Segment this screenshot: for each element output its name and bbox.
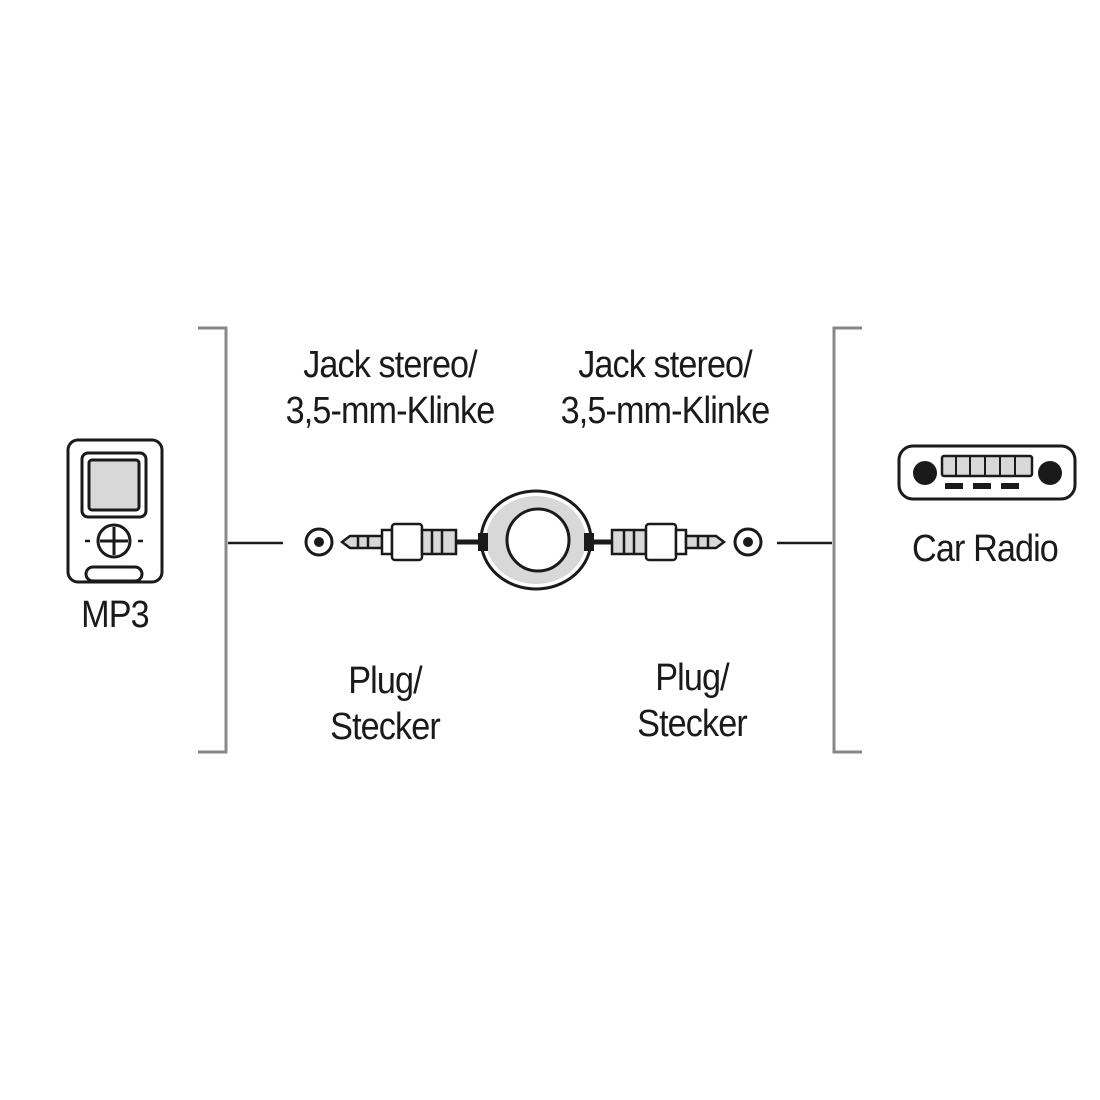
left-jack-plug-icon xyxy=(339,522,458,562)
mp3-device-label: MP3 xyxy=(81,594,150,636)
left-socket-icon xyxy=(304,527,334,557)
left-connector-kind-line2: Stecker xyxy=(330,706,441,748)
left-connector-kind-label: Plug/ Stecker xyxy=(295,658,475,750)
car-radio-device-label: Car Radio xyxy=(912,528,1059,570)
left-connector-kind-line1: Plug/ xyxy=(348,660,422,702)
right-socket-icon xyxy=(733,527,763,557)
left-bracket xyxy=(198,326,228,754)
right-connector-type-line2: 3,5-mm-Klinke xyxy=(560,390,771,432)
left-connector-type-line1: Jack stereo/ xyxy=(303,344,477,386)
right-connector-type-line1: Jack stereo/ xyxy=(578,344,752,386)
left-connector-type-label: Jack stereo/ 3,5-mm-Klinke xyxy=(264,342,516,434)
car-radio-icon xyxy=(897,444,1077,501)
mp3-player-icon xyxy=(66,438,164,584)
cable-reel-icon xyxy=(478,489,594,591)
right-connector-type-label: Jack stereo/ 3,5-mm-Klinke xyxy=(539,342,791,434)
right-bracket xyxy=(832,326,862,754)
right-connector-kind-line1: Plug/ xyxy=(655,657,729,699)
left-connector-type-line2: 3,5-mm-Klinke xyxy=(285,390,496,432)
right-jack-plug-icon xyxy=(610,522,727,562)
right-connector-kind-label: Plug/ Stecker xyxy=(602,655,782,747)
right-connector-kind-line2: Stecker xyxy=(637,703,748,745)
